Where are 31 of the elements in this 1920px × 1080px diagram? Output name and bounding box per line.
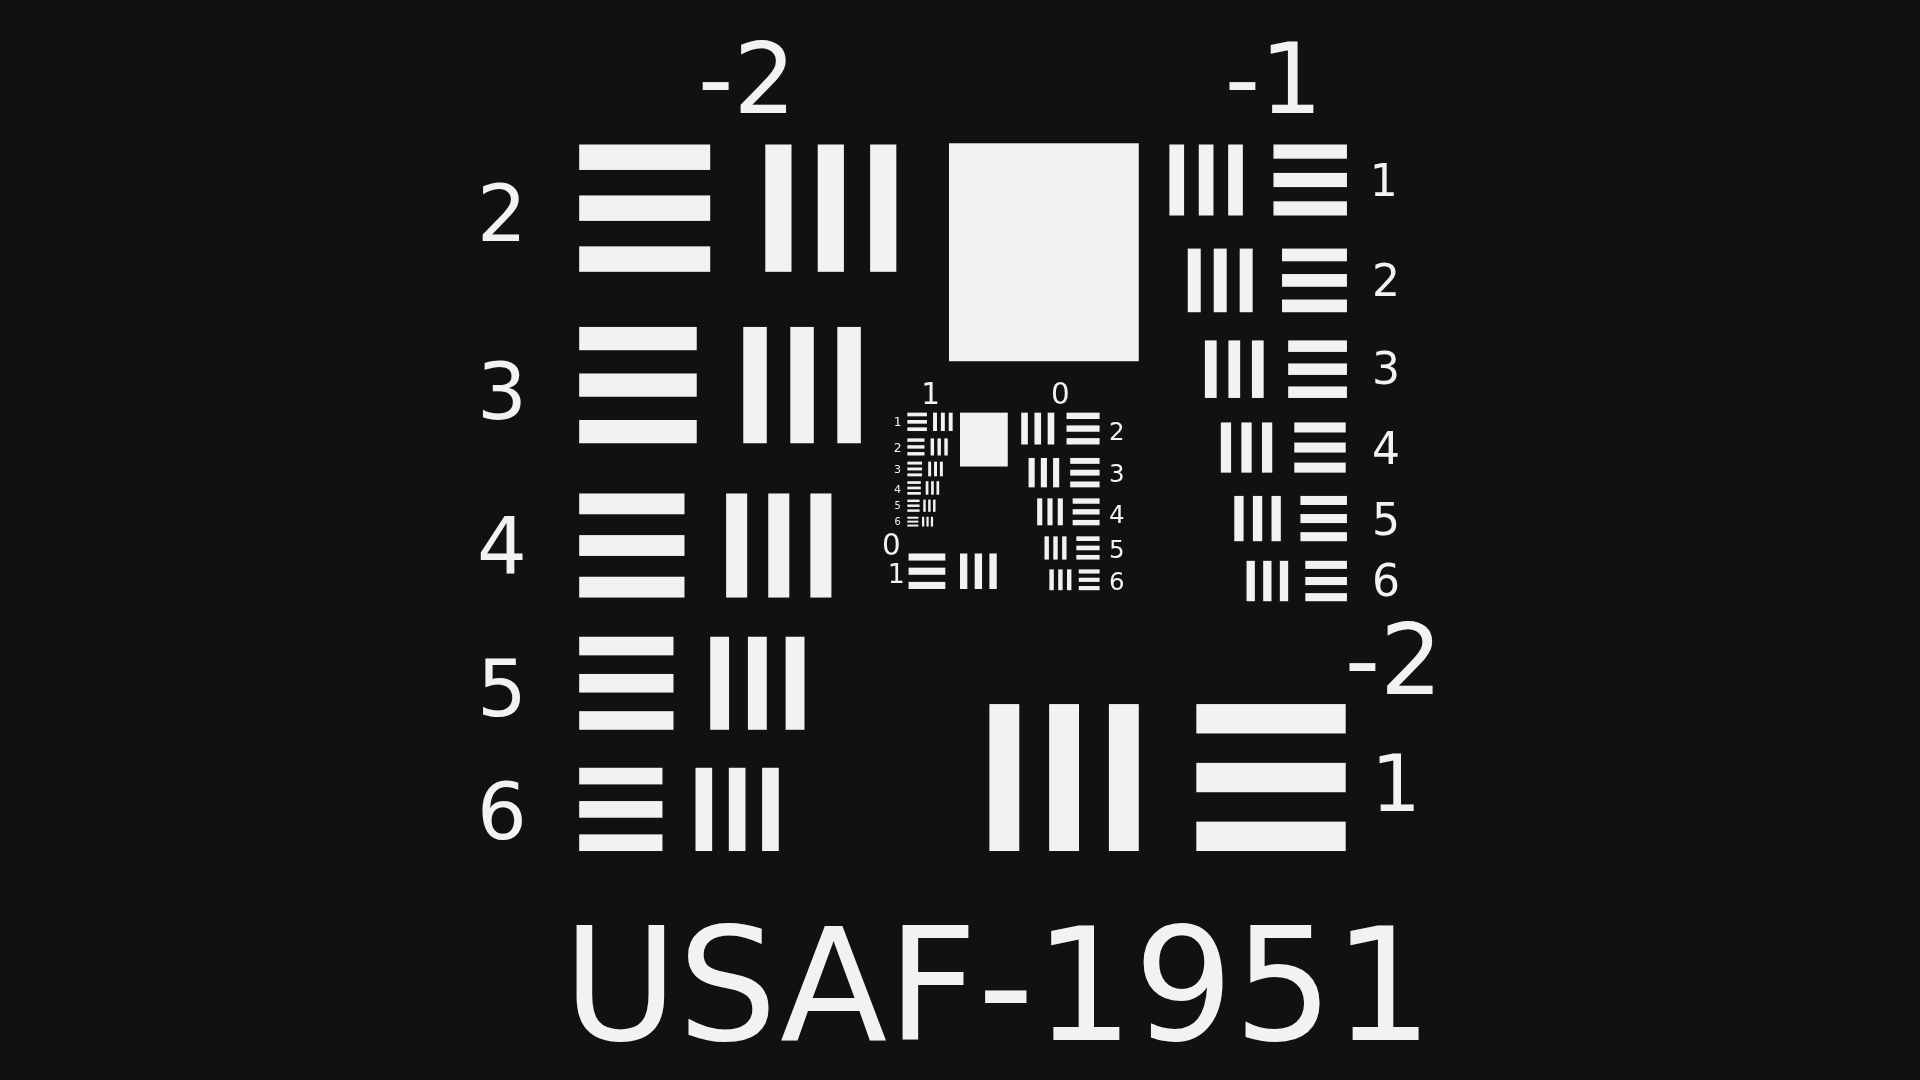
group-number: -2 <box>1344 612 1443 711</box>
chart-title: USAF-1951 <box>563 907 1433 1065</box>
element-number: 3 <box>1108 461 1125 487</box>
element-number: 1 <box>1369 159 1398 204</box>
element-number: 6 <box>477 772 527 851</box>
element-number: 4 <box>894 484 902 496</box>
element-number: 1 <box>887 560 905 588</box>
element-number: 2 <box>1372 259 1401 304</box>
element-number: 6 <box>1108 569 1125 594</box>
group-number: 1 <box>921 379 940 409</box>
element-number: 5 <box>1108 537 1125 563</box>
element-number: 2 <box>477 175 527 254</box>
element-number: 2 <box>1108 418 1125 444</box>
group-number: 0 <box>882 530 901 560</box>
element-number: 4 <box>1372 427 1401 472</box>
element-number: 1 <box>1371 744 1421 823</box>
element-number: 3 <box>477 352 527 431</box>
group-number: -1 <box>1224 30 1323 129</box>
element-number: 4 <box>1108 502 1125 527</box>
element-number: 1 <box>893 416 902 429</box>
element-number: 6 <box>1372 559 1401 604</box>
element-number: 3 <box>1372 347 1401 392</box>
element-number: 5 <box>477 650 527 729</box>
element-number: 2 <box>893 442 902 455</box>
element-number: 4 <box>477 508 527 587</box>
element-number: 6 <box>894 517 901 528</box>
element-number: 5 <box>894 502 901 512</box>
element-number: 3 <box>894 464 902 476</box>
group-number: 0 <box>1051 379 1070 409</box>
group-number: -2 <box>698 30 796 129</box>
element-number: 5 <box>1372 498 1401 543</box>
